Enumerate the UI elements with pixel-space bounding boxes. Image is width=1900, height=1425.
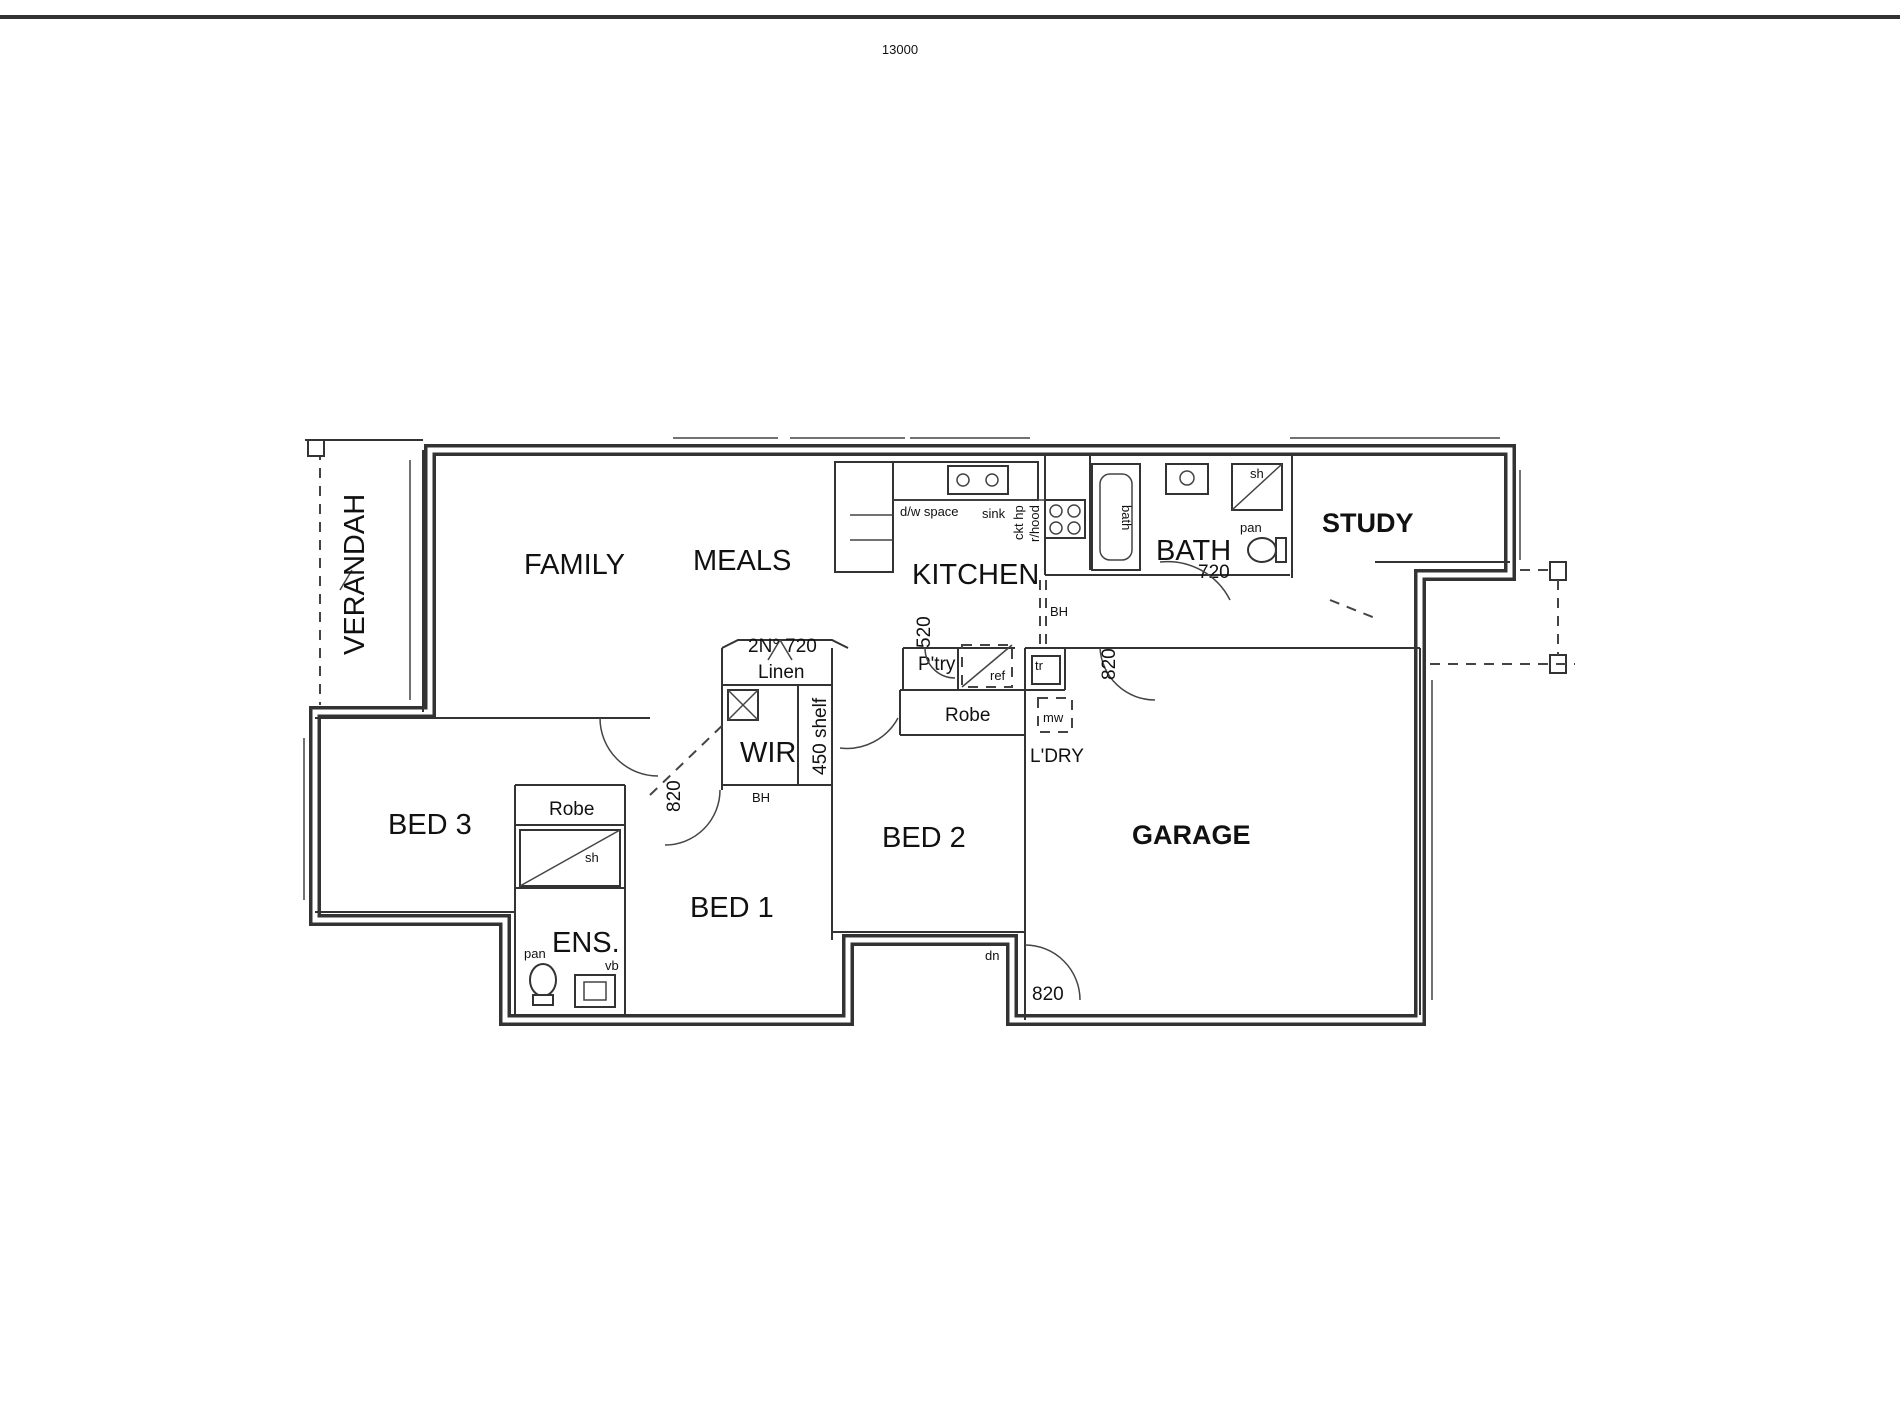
label-vb-ens: vb <box>605 958 619 973</box>
label-cooktop: ckt hp <box>1011 505 1026 540</box>
room-label-study: STUDY <box>1322 508 1414 538</box>
room-label-bed3: BED 3 <box>388 809 472 841</box>
overall-dimension: 13000 <box>882 42 918 57</box>
label-shelf: 450 shelf <box>810 697 831 775</box>
label-pan-bath: pan <box>1240 520 1262 535</box>
room-label-robe-bed2: Robe <box>945 705 990 726</box>
bath-fixtures: bath sh pan 720 <box>1091 463 1287 583</box>
ens-vanity <box>574 974 616 1008</box>
label-bh-wir: BH <box>752 790 770 805</box>
label-door-garage-rear: 820 <box>1032 984 1064 1005</box>
door-dimensions: 820 820 820 dn <box>664 648 1120 1005</box>
label-shower-bath: sh <box>1250 466 1264 481</box>
label-door-pantry: 520 <box>914 616 935 648</box>
porch-posts <box>1430 561 1575 674</box>
label-door-bed1: 820 <box>664 780 685 812</box>
laundry-fixtures: tr mw ref P'try 520 <box>914 616 1073 733</box>
room-label-bed2: BED 2 <box>882 822 966 854</box>
label-door-garage: 820 <box>1099 648 1120 680</box>
verandah: VERANDAH <box>305 439 423 705</box>
label-shower-ens: sh <box>585 850 599 865</box>
room-label-laundry: L'DRY <box>1030 746 1084 767</box>
room-labels: FAMILY MEALS KITCHEN BATH STUDY BED 3 BE… <box>388 508 1414 959</box>
room-label-verandah: VERANDAH <box>339 494 371 655</box>
label-dw-space: d/w space <box>900 504 959 519</box>
room-label-meals: MEALS <box>693 545 791 577</box>
interior-walls <box>315 450 1510 1020</box>
label-door-bath: 720 <box>1198 562 1230 583</box>
door-swings <box>599 560 1381 1001</box>
kitchen-fixtures: d/w space sink ckt hp r/hood BH <box>834 461 1086 645</box>
room-label-linen: Linen <box>758 662 805 683</box>
label-bh-kitchen: BH <box>1050 604 1068 619</box>
ens-toilet <box>529 963 557 997</box>
label-sink: sink <box>982 506 1006 521</box>
linen-wir-fixtures: 2N° 720 Linen 450 shelf BH <box>649 636 849 805</box>
bath-vanity <box>1165 463 1209 495</box>
room-label-kitchen: KITCHEN <box>912 559 1039 591</box>
label-rhood: r/hood <box>1027 505 1042 542</box>
label-dn: dn <box>985 948 999 963</box>
label-ref: ref <box>990 668 1006 683</box>
room-label-family: FAMILY <box>524 549 625 581</box>
label-trough: tr <box>1035 658 1044 673</box>
label-bath-tub: bath <box>1119 505 1134 530</box>
label-washing: mw <box>1043 710 1064 725</box>
ensuite-fixtures: sh pan vb <box>519 829 621 1008</box>
room-label-wir: WIR <box>740 737 796 769</box>
room-label-robe-bed1: Robe <box>549 799 594 820</box>
window-marks <box>303 437 1521 1000</box>
label-linen-doors: 2N° 720 <box>748 636 817 657</box>
bath-toilet <box>1247 537 1277 563</box>
room-label-ens: ENS. <box>552 927 620 959</box>
laundry-trough <box>1031 655 1061 685</box>
room-label-bed1: BED 1 <box>690 892 774 924</box>
room-label-garage: GARAGE <box>1132 820 1251 850</box>
outer-walls <box>309 444 1516 1026</box>
label-pan-ens: pan <box>524 946 546 961</box>
room-label-bath: BATH <box>1156 535 1231 567</box>
fridge-space <box>961 644 1013 688</box>
